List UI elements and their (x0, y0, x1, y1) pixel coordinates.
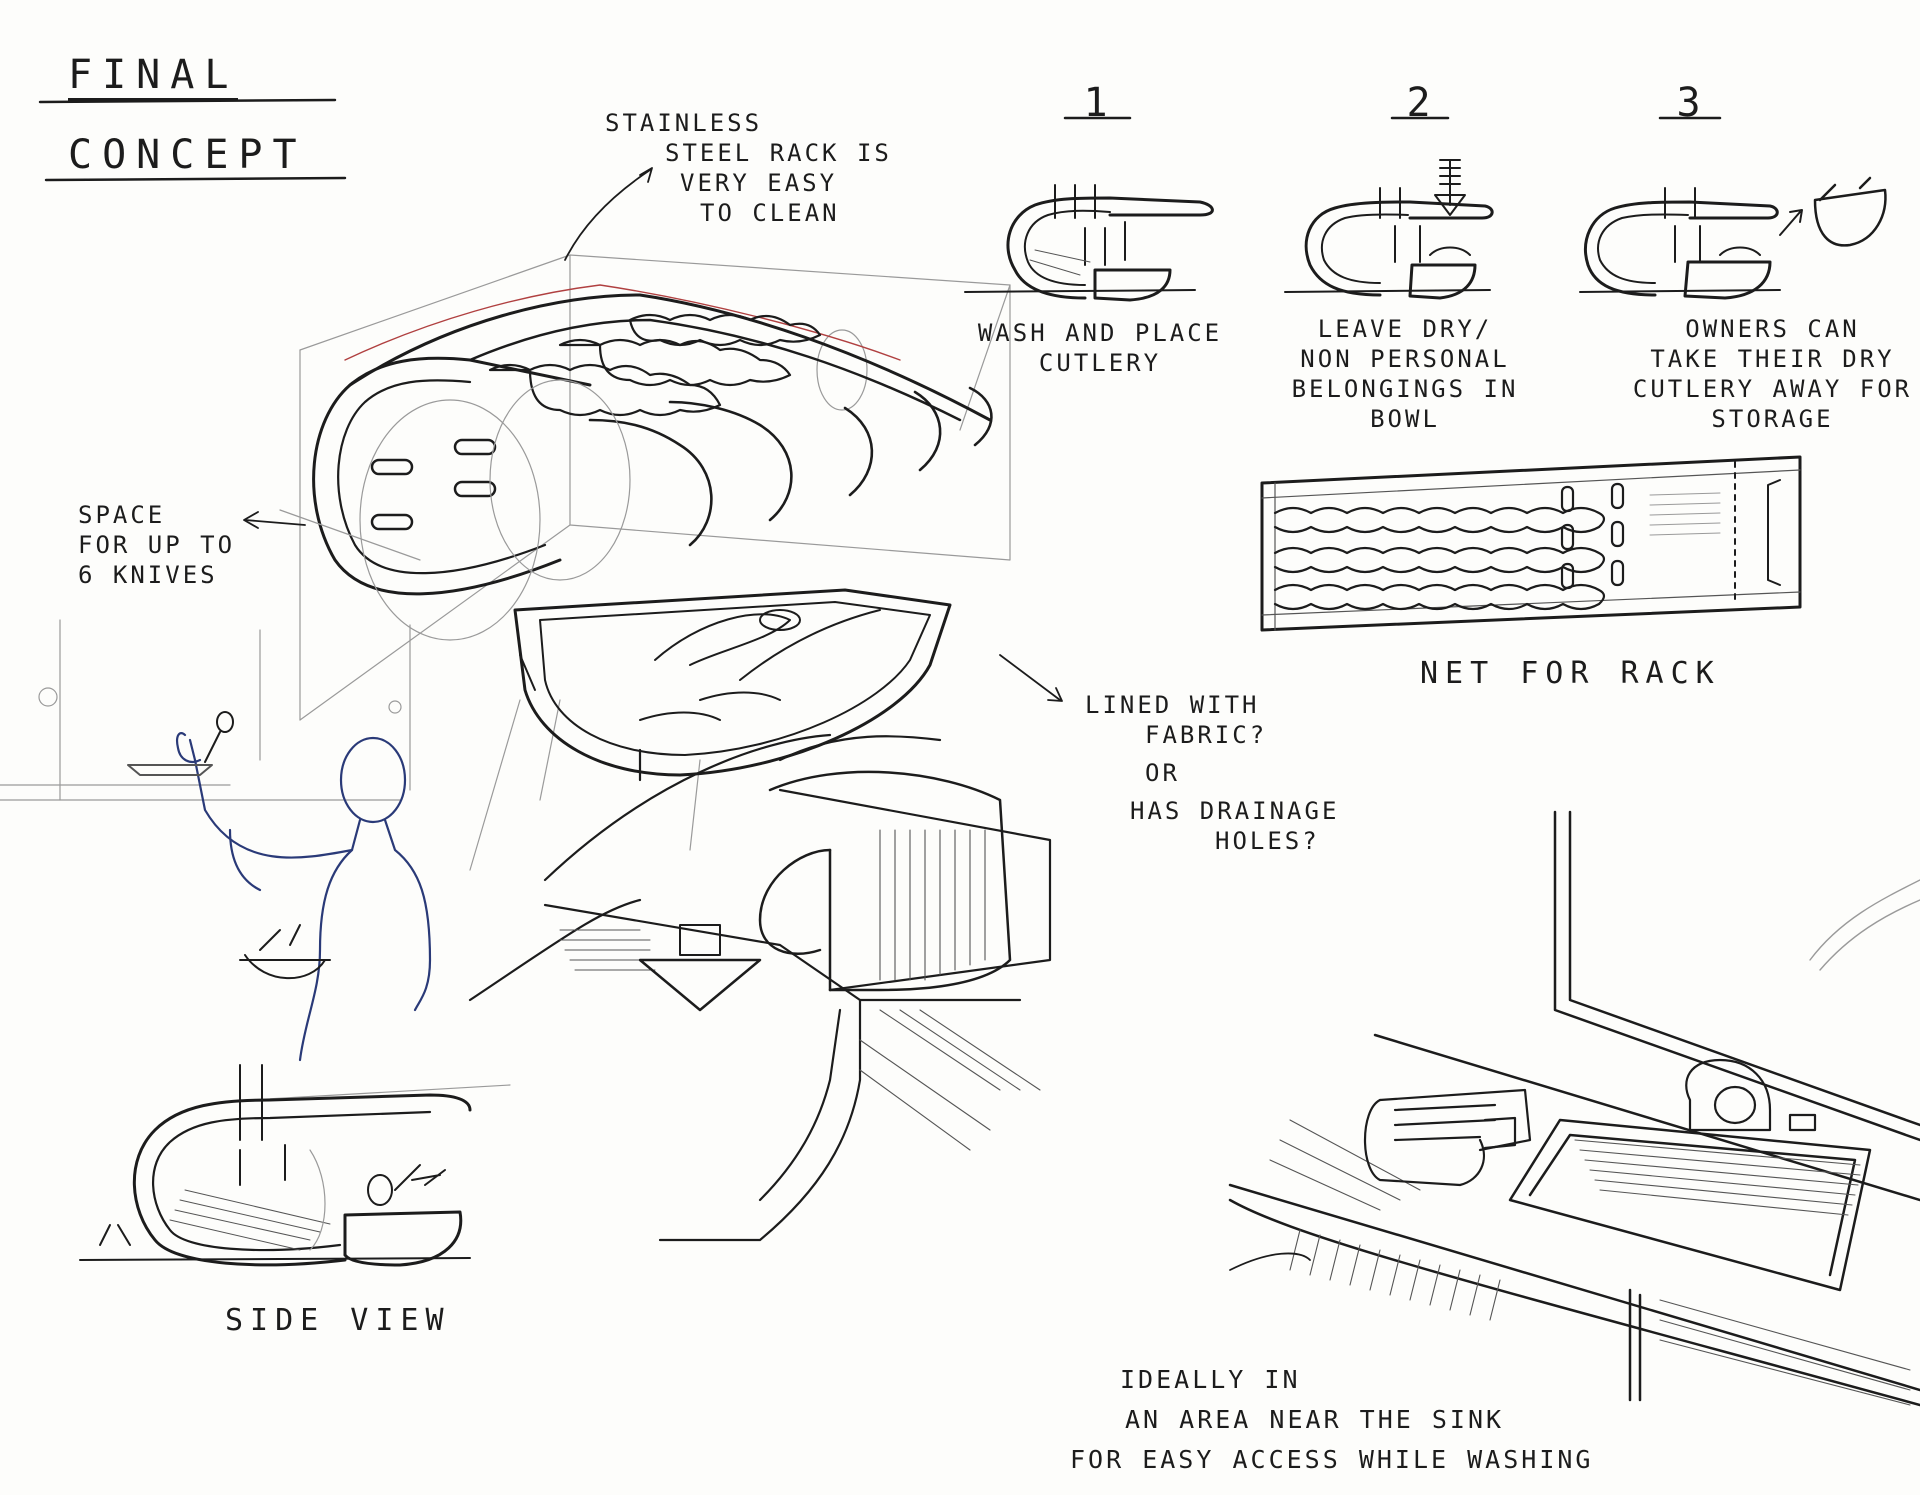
annotation-line: SPACE (78, 501, 166, 529)
step-2-caption-line: BELONGINGS IN (1291, 375, 1519, 403)
step-3-caption-line: STORAGE (1711, 405, 1834, 433)
annotation-line: FOR UP TO (78, 531, 236, 559)
down-arrow-icon (1434, 159, 1466, 216)
annotation-line: STEEL RACK IS (665, 139, 892, 167)
step-2-caption-line: BOWL (1370, 405, 1440, 433)
step-1-caption: WASH AND PLACE CUTLERY (975, 318, 1225, 378)
knives-annotation: SPACE FOR UP TO 6 KNIVES (78, 500, 235, 590)
annotation-line: VERY EASY (680, 169, 838, 197)
main-rack-sketch (243, 167, 1063, 871)
net-for-rack-drawing (1260, 455, 1802, 632)
step-3-caption-line: TAKE THEIR DRY (1650, 345, 1895, 373)
person-held-bowl (239, 924, 331, 980)
step-1-number: 1 (1083, 80, 1111, 126)
title-line-1: FINAL (68, 52, 239, 101)
counter-perspective-sketch (0, 619, 1052, 1242)
carried-bowl (1813, 176, 1887, 247)
annotation-line: OR (1145, 759, 1180, 787)
sink-side-rack (1685, 1058, 1817, 1132)
step-2-caption-line: LEAVE DRY/ (1317, 315, 1493, 343)
side-view-sketch (79, 1064, 511, 1267)
step-2-caption-line: NON PERSONAL (1300, 345, 1510, 373)
annotation-line: LINED WITH (1085, 691, 1260, 719)
net-for-rack-label: NET FOR RACK (1420, 656, 1721, 691)
annotation-line: HAS DRAINAGE (1130, 797, 1340, 825)
step-1-illustration (964, 116, 1214, 302)
mini-rack (1364, 1088, 1532, 1187)
person-hand-spoon (127, 711, 234, 776)
title-line-2: CONCEPT (68, 132, 307, 178)
step-3-number: 3 (1676, 80, 1704, 126)
sink-scene-sketch (1228, 810, 1920, 1407)
annotation-line: TO CLEAN (700, 199, 840, 227)
annotation-line: FABRIC? (1145, 721, 1268, 749)
step-3-illustration (1579, 116, 1887, 300)
step-1-caption-line: CUTLERY (1038, 349, 1162, 377)
step-3-caption: OWNERS CAN TAKE THEIR DRY CUTLERY AWAY F… (1625, 314, 1920, 434)
lining-annotation: LINED WITH FABRIC? OR HAS DRAINAGE HOLES… (1085, 690, 1339, 856)
step-3-caption-line: OWNERS CAN (1685, 315, 1860, 343)
step-2-number: 2 (1406, 80, 1434, 126)
step-2-illustration (1284, 116, 1494, 300)
annotation-line: IDEALLY IN (1120, 1365, 1301, 1394)
annotation-line: AN AREA NEAR THE SINK (1125, 1405, 1505, 1434)
stainless-annotation: STAINLESS STEEL RACK IS VERY EASY TO CLE… (605, 108, 892, 228)
bowl-tray (513, 588, 952, 777)
rack-end-profile (312, 356, 592, 596)
sink-annotation: IDEALLY IN AN AREA NEAR THE SINK FOR EAS… (1070, 1360, 1594, 1480)
title-underlines (38, 98, 347, 182)
annotation-line: FOR EASY ACCESS WHILE WASHING (1070, 1445, 1594, 1474)
annotation-line: 6 KNIVES (78, 561, 218, 589)
annotation-line: STAINLESS (605, 109, 763, 137)
annotation-line: HOLES? (1215, 827, 1320, 855)
person-figure (176, 732, 432, 1062)
step-2-caption: LEAVE DRY/ NON PERSONAL BELONGINGS IN BO… (1290, 314, 1520, 434)
side-view-label: SIDE VIEW (225, 1303, 451, 1338)
step-1-caption-line: WASH AND PLACE (977, 319, 1223, 347)
step-3-caption-line: CUTLERY AWAY FOR (1632, 375, 1913, 403)
